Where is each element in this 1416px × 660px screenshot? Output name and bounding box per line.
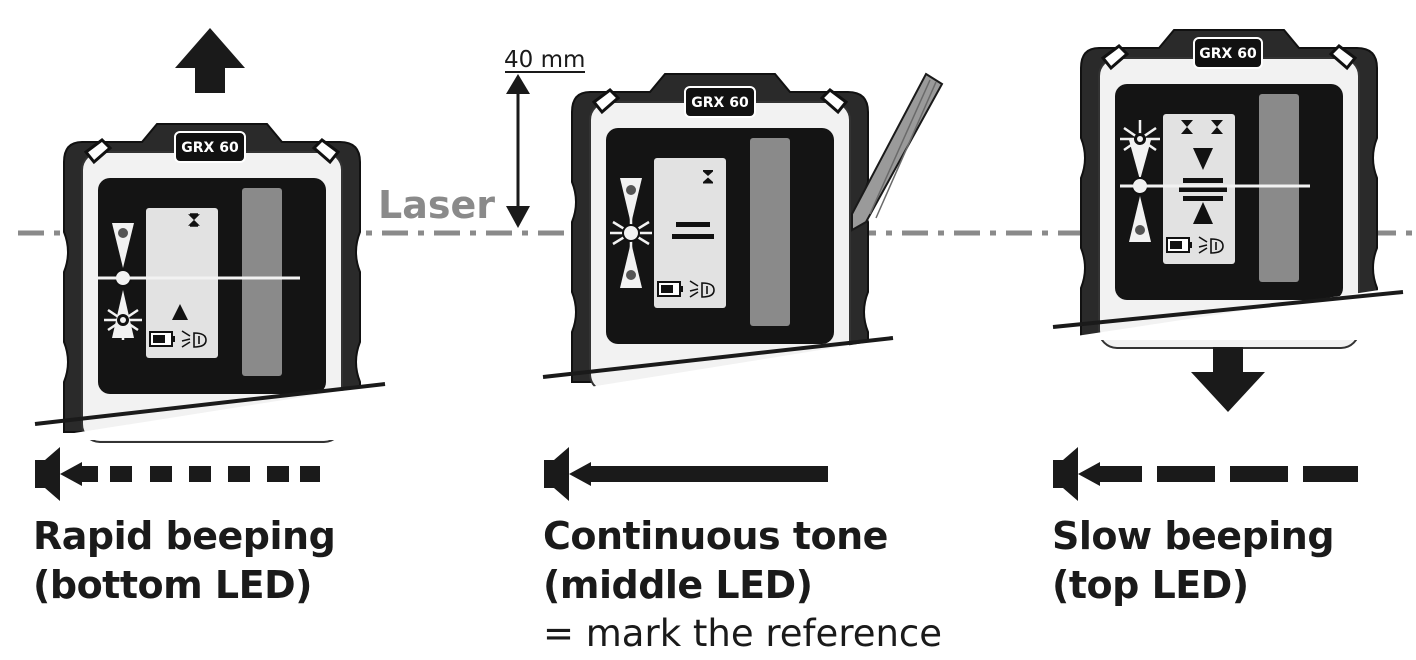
- arrow-up-icon: [175, 28, 245, 93]
- speaker-icon: [544, 447, 569, 501]
- caption-left-line1: Rapid beeping: [33, 514, 336, 558]
- caption-center-line1: Continuous tone: [543, 514, 888, 558]
- sound-signal-slow: [1053, 447, 1358, 501]
- speaker-icon: [1053, 447, 1078, 501]
- caption-right: Slow beeping (top LED): [1052, 512, 1335, 610]
- caption-right-line1: Slow beeping: [1052, 514, 1335, 558]
- device-model-left: GRX 60: [181, 140, 239, 156]
- measure-label: 40 mm: [504, 47, 585, 73]
- led-column-center: [610, 178, 652, 288]
- speaker-icon: [35, 447, 60, 501]
- caption-right-line2: (top LED): [1052, 563, 1249, 607]
- pencil-icon: [851, 72, 944, 232]
- device-model-center: GRX 60: [691, 95, 749, 111]
- device-model-right: GRX 60: [1199, 46, 1257, 62]
- caption-center-line2: (middle LED): [543, 563, 813, 607]
- receiver-left: GRX 60: [30, 28, 386, 444]
- receiver-center: 40 mm GR: [504, 47, 944, 395]
- receiver-right: GRX 60: [1050, 28, 1405, 412]
- caption-left-line2: (bottom LED): [33, 563, 313, 607]
- arrow-down-icon: [1191, 347, 1265, 412]
- sound-signal-rapid: [35, 447, 320, 501]
- led-column-left: [86, 223, 300, 340]
- caption-left: Rapid beeping (bottom LED): [33, 512, 336, 610]
- caption-center: Continuous tone (middle LED): [543, 512, 888, 610]
- caption-center-note: = mark the reference: [543, 612, 943, 655]
- led-column-right: [1120, 120, 1310, 242]
- sound-signal-continuous: [544, 447, 828, 501]
- laser-label: Laser: [378, 183, 495, 227]
